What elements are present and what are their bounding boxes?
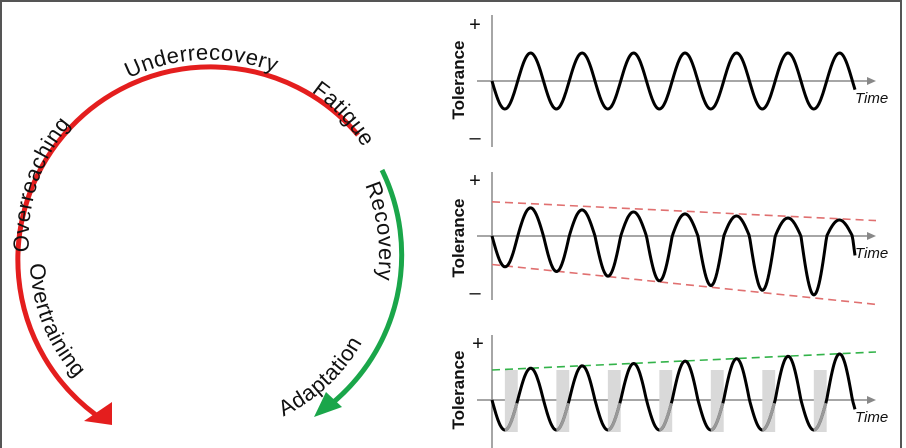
label-underrecovery: Underrecovery bbox=[121, 40, 282, 83]
label-overreaching: Overreaching bbox=[8, 111, 74, 252]
tolerance-curve bbox=[490, 206, 857, 297]
recovery-curve-segment bbox=[504, 402, 519, 432]
y-axis-label: Tolerance bbox=[449, 350, 468, 429]
red-arrowhead bbox=[84, 402, 112, 425]
green-arc bbox=[328, 168, 405, 407]
y-minus-label: – bbox=[469, 127, 481, 149]
y-axis-label: Tolerance bbox=[449, 198, 468, 277]
green-arrowhead bbox=[314, 392, 342, 417]
recovery-curve-segment bbox=[710, 402, 725, 432]
recovery-curve-segment bbox=[813, 402, 828, 432]
y-plus-label: + bbox=[469, 170, 481, 192]
cycle-diagram: Fatigue Underrecovery Overreaching Overt… bbox=[8, 40, 405, 425]
recovery-curve-segment bbox=[659, 402, 673, 432]
x-axis-label: Time bbox=[855, 409, 888, 426]
y-plus-label: + bbox=[469, 14, 481, 36]
y-axis-label: Tolerance bbox=[449, 40, 468, 119]
upper-envelope-line bbox=[491, 201, 877, 222]
tolerance-panel-1: Tolerance + – Time bbox=[449, 14, 888, 149]
label-fatigue: Fatigue bbox=[308, 76, 380, 151]
red-arc bbox=[15, 64, 360, 418]
x-axis-label: Time bbox=[855, 245, 888, 262]
recovery-curve-segment bbox=[762, 402, 776, 432]
tolerance-panel-2: Tolerance + – Time bbox=[449, 170, 888, 306]
x-axis-arrowhead bbox=[867, 396, 876, 404]
x-axis-label: Time bbox=[855, 90, 888, 107]
x-axis-arrowhead bbox=[867, 77, 876, 85]
y-plus-label: + bbox=[472, 333, 484, 355]
recovery-curve-segment bbox=[607, 402, 622, 432]
tolerance-curve bbox=[490, 51, 857, 111]
label-overtraining: Overtraining bbox=[25, 262, 92, 382]
tolerance-curve bbox=[490, 352, 857, 432]
y-minus-label: – bbox=[469, 282, 481, 304]
x-axis-arrowhead bbox=[867, 232, 876, 240]
recovery-curve-segment bbox=[556, 402, 570, 432]
tolerance-panel-3: Tolerance + Time bbox=[449, 333, 888, 448]
